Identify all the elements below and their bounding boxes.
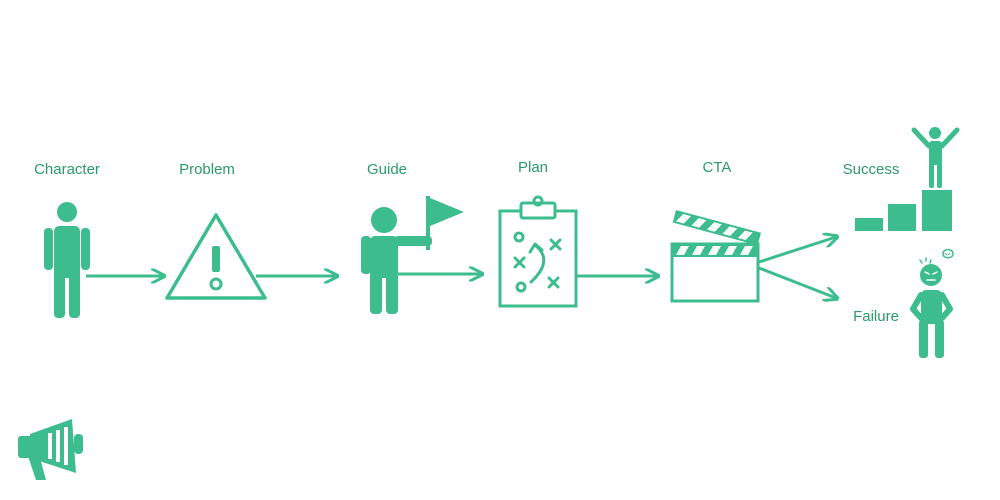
stage-label-problem: Problem — [179, 161, 235, 178]
podium-winner-icon — [855, 127, 960, 231]
clapperboard-icon — [670, 210, 762, 303]
person-with-flag-icon — [361, 196, 464, 314]
standing-person-icon — [44, 202, 90, 318]
megaphone-icon — [18, 419, 83, 480]
outcome-label-success: Success — [842, 161, 900, 178]
arrow-cta-to-success — [758, 237, 836, 264]
stage-label-cta: CTA — [702, 159, 732, 176]
outcome-label-failure: Failure — [853, 308, 899, 325]
angry-person-icon — [910, 248, 954, 358]
warning-triangle-icon — [165, 213, 267, 300]
stage-label-guide: Guide — [366, 161, 408, 178]
arrow-cta-to-failure — [758, 266, 836, 298]
stage-label-character: Character — [34, 161, 100, 178]
clipboard-play-icon — [498, 195, 578, 308]
stage-label-plan: Plan — [517, 159, 549, 176]
